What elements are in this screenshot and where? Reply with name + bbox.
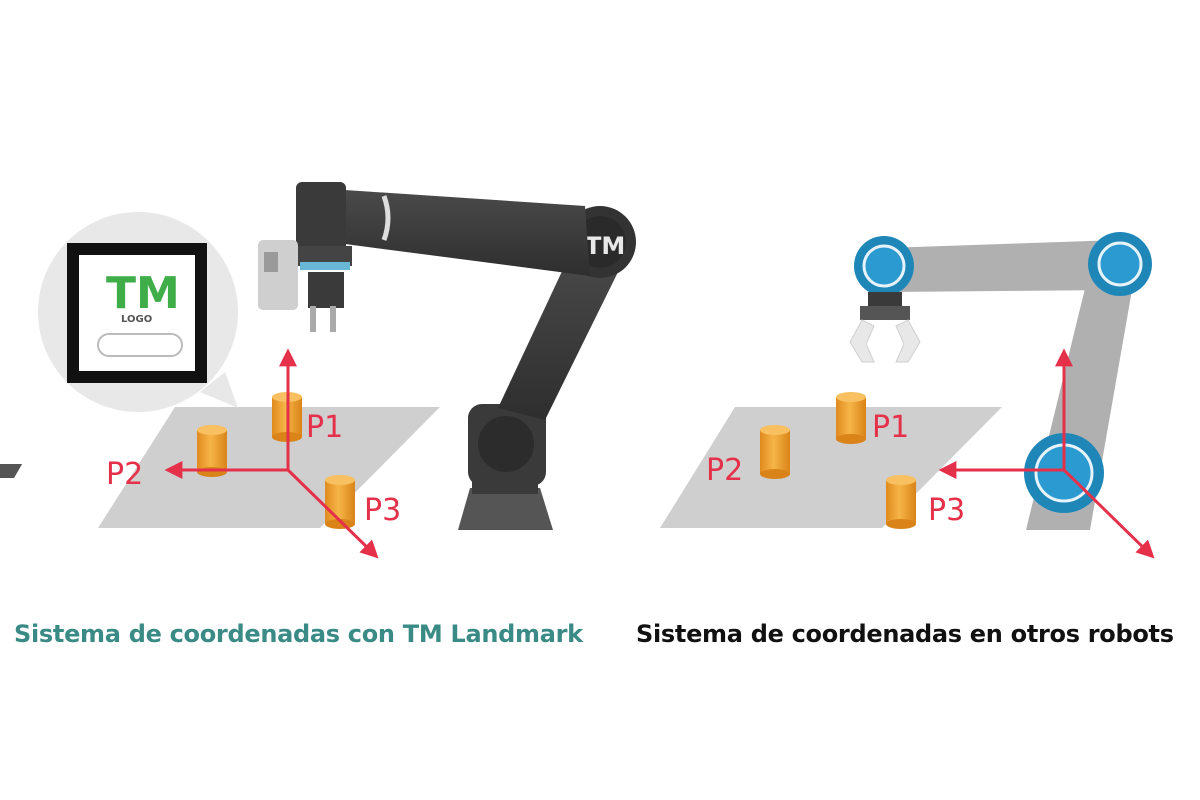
landmark-bubble: TM LOGO: [38, 212, 238, 412]
right-cylinder-p3: [886, 475, 916, 529]
robot-forearm: [498, 250, 620, 420]
left-axis-y: [286, 468, 379, 559]
right-label-p2: P2: [706, 453, 743, 488]
table-landmark-marker: [0, 464, 23, 478]
tm-robot: TM: [258, 182, 636, 530]
right-table: [660, 407, 1002, 528]
left-label-p2: P2: [106, 457, 143, 492]
right-axis-y: [1062, 468, 1155, 559]
landmark-subtext: LOGO: [121, 314, 152, 325]
generic-robot-gripper: [849, 319, 921, 363]
robot-camera: [258, 240, 298, 310]
tm-landmark-logo-icon: TM: [106, 268, 180, 319]
left-caption: Sistema de coordenadas con TM Landmark: [14, 620, 583, 648]
generic-robot-base-joint: [1024, 433, 1104, 513]
landmark-outline-shape: [97, 333, 183, 357]
right-panel: P1 P2 P3: [660, 232, 1155, 559]
right-label-p3: P3: [928, 493, 965, 528]
left-coordinate-axes: [164, 348, 379, 559]
left-table: [98, 407, 440, 528]
right-caption: Sistema de coordenadas en otros robots: [636, 620, 1174, 648]
right-label-p1: P1: [872, 410, 909, 445]
generic-robot-wrist-joint: [854, 236, 914, 296]
right-coordinate-axes: [938, 348, 1155, 559]
robot-base: [458, 488, 553, 530]
right-cylinder-p2: [760, 425, 790, 479]
left-panel: TM LOGO TM: [0, 182, 636, 559]
left-label-p3: P3: [364, 493, 401, 528]
generic-robot-upper-arm: [884, 240, 1120, 292]
svg-text:TM: TM: [106, 268, 180, 319]
robot-wrist: [296, 182, 346, 252]
right-cylinder-p1: [836, 392, 866, 444]
robot-gripper: [308, 272, 344, 308]
tm-robot-logo-icon: TM: [585, 232, 625, 260]
robot-upper-arm: [345, 190, 590, 276]
generic-robot-shoulder-joint: [1088, 232, 1152, 296]
left-label-p1: P1: [306, 410, 343, 445]
generic-robot: [849, 232, 1152, 530]
